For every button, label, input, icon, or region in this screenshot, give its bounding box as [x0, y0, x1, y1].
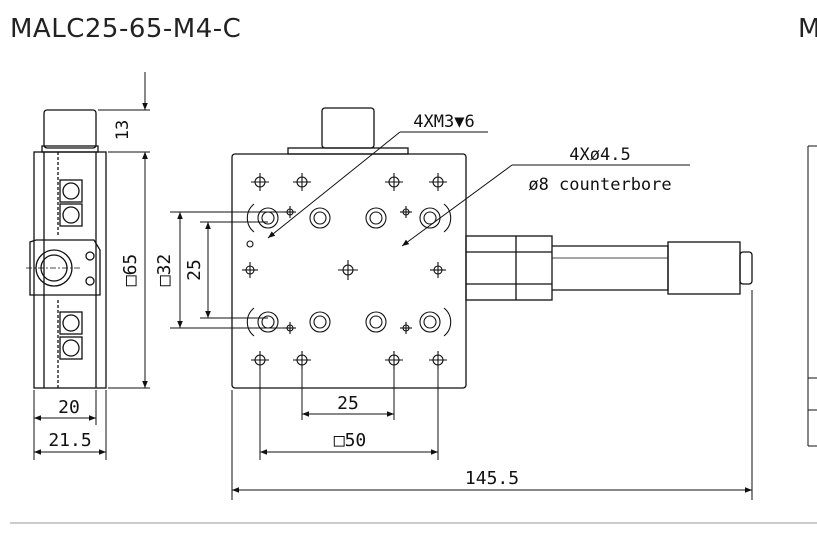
dim-total-length: 145.5 [465, 468, 519, 489]
callout-counterbore: ø8 counterbore [528, 175, 671, 195]
side-body [33, 151, 107, 389]
micrometer-thimble [667, 241, 741, 295]
side-view [26, 109, 107, 389]
next-drawing-partial [807, 145, 817, 447]
side-bearing [59, 311, 83, 335]
dim-side-width-20: 20 [58, 397, 80, 418]
side-knob-base [41, 145, 99, 153]
dim-hole-square-32: □32 [154, 254, 175, 287]
side-knob [43, 109, 97, 149]
dim-hole-square-50: □50 [334, 430, 367, 451]
top-knob-base [287, 147, 409, 155]
micrometer-ratchet [739, 251, 753, 285]
dim-hole-pitch-25-vertical: 25 [184, 259, 205, 281]
drawing-title: MALC25-65-M4-C [10, 14, 242, 44]
top-view [231, 107, 753, 389]
dim-knob-height: 13 [113, 120, 133, 140]
side-bearing [59, 336, 83, 360]
side-drive-block [29, 239, 101, 296]
callout-thru-holes: 4Xø4.5 [569, 145, 630, 165]
stage-plate [231, 153, 467, 389]
dim-body-square: □65 [120, 254, 141, 287]
micrometer-sleeve [552, 245, 669, 291]
side-bearing [59, 179, 83, 203]
dim-hole-pitch-25-horizontal: 25 [337, 393, 359, 414]
micrometer-body [465, 235, 553, 301]
hole-grid [242, 173, 447, 369]
side-bearing [59, 203, 83, 227]
next-drawing-title-partial: M [798, 14, 817, 44]
dim-side-width-21-5: 21.5 [48, 430, 91, 451]
callout-tapped-holes: 4XM3▼6 [413, 112, 474, 132]
top-knob [321, 107, 375, 149]
